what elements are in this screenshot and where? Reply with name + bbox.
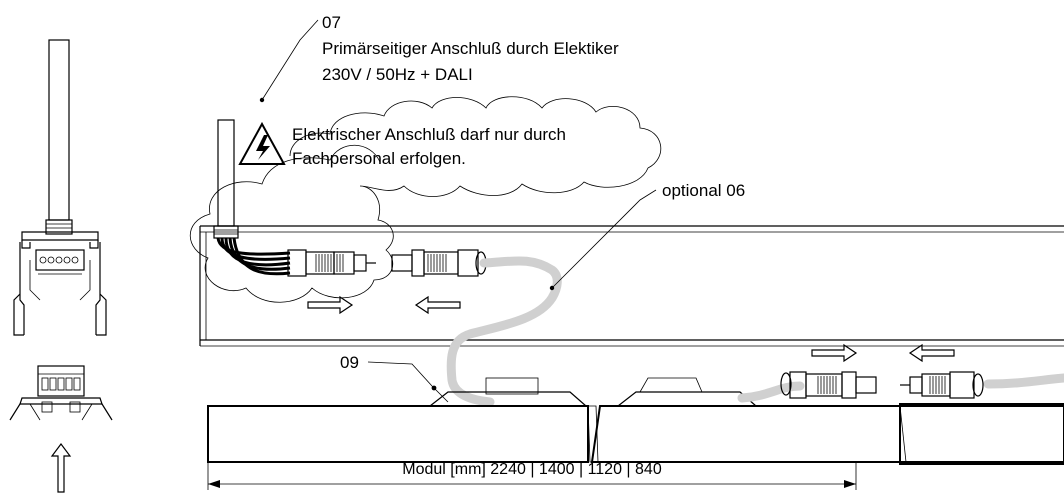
module-dimension-label: Modul [mm] 2240 | 1400 | 1120 | 840 — [402, 461, 662, 478]
luminaire-module-1 — [207, 377, 589, 463]
arrow-up-icon — [50, 443, 72, 493]
connector-1 — [287, 249, 376, 277]
warning-text-line1: Elektrischer Anschluß darf nur durch — [292, 125, 566, 144]
ref-07-label: 07 — [322, 13, 341, 32]
connector-3 — [780, 371, 877, 399]
arrow-right-icon — [307, 295, 354, 315]
luminaire-cross-section — [9, 365, 113, 421]
arrow-left-icon — [414, 295, 461, 315]
ref-09-label: 09 — [340, 353, 359, 372]
wire-bundle — [216, 237, 291, 276]
primary-connection-label: Primärseitiger Anschluß durch Elektiker — [322, 39, 619, 58]
track-profile — [199, 225, 1064, 347]
connector-4 — [900, 371, 984, 399]
feed-cable — [217, 119, 235, 227]
connector-2 — [391, 249, 487, 277]
dimension-line — [207, 462, 857, 490]
arrow-right-icon — [811, 343, 858, 363]
profile-cross-section — [13, 39, 107, 336]
leader-07 — [261, 19, 319, 101]
arrow-left-icon — [908, 343, 955, 363]
optional-06-label: optional 06 — [662, 181, 745, 200]
leader-09 — [367, 361, 449, 403]
luminaire-module-2 — [590, 377, 1064, 463]
warning-text-line2: Fachpersonal erfolgen. — [292, 149, 466, 168]
voltage-label: 230V / 50Hz + DALI — [322, 65, 473, 84]
warning-cloud — [190, 96, 662, 303]
leader-optional-06 — [551, 189, 657, 289]
optional-cable — [446, 256, 562, 407]
high-voltage-warning-icon — [238, 121, 286, 165]
